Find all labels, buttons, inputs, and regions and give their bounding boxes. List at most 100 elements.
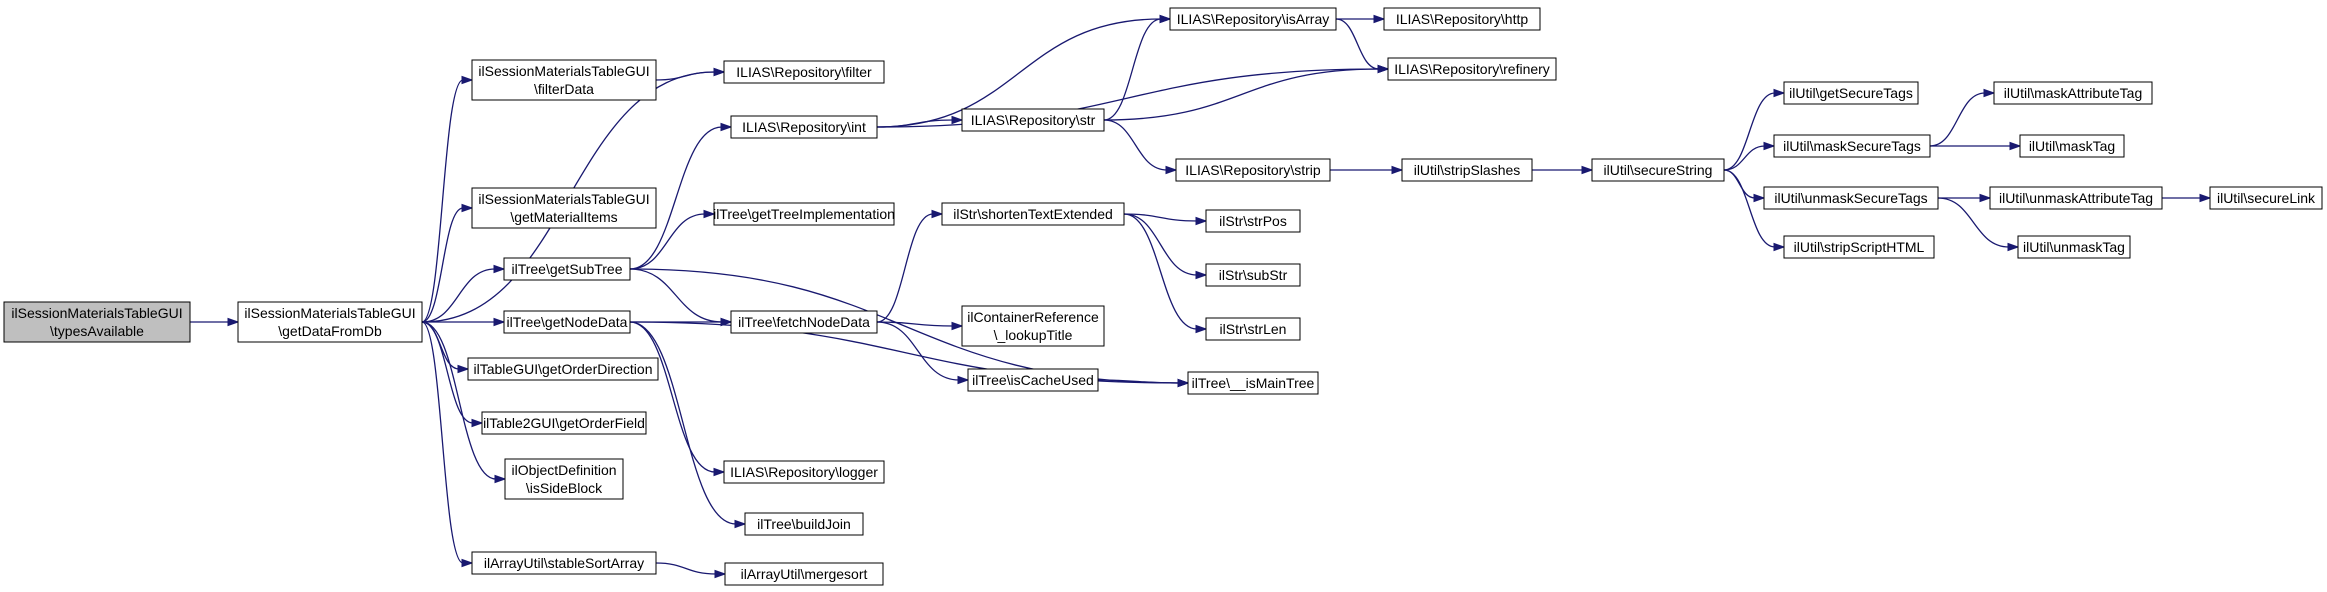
node-refinery[interactable]: ILIAS\Repository\refinery	[1387, 57, 1557, 81]
node-str-pos[interactable]: ilStr\strPos	[1205, 209, 1301, 233]
edge-get-sub-tree-to-fetch-node-data	[629, 268, 733, 327]
edge-is-array-to-refinery	[1335, 18, 1390, 74]
node-box	[1401, 158, 1533, 182]
node-box	[237, 301, 423, 343]
edge-get-data-from-db-to-stable-sort-array	[421, 321, 474, 568]
node-build-join[interactable]: ilTree\buildJoin	[744, 512, 864, 536]
node-strip[interactable]: ILIAS\Repository\strip	[1175, 158, 1331, 182]
node-box	[1205, 209, 1301, 233]
arrowhead-icon	[1753, 193, 1766, 203]
node-secure-link[interactable]: ilUtil\secureLink	[2209, 186, 2323, 210]
node-strip-script-html[interactable]: ilUtil\stripScriptHTML	[1783, 235, 1935, 259]
node-unmask-tag[interactable]: ilUtil\unmaskTag	[2017, 235, 2131, 259]
node-box	[1383, 7, 1541, 31]
node-get-material-items[interactable]: ilSessionMaterialsTableGUI\getMaterialIt…	[471, 187, 657, 229]
arrowhead-icon	[1773, 88, 1786, 98]
edge-root-to-get-data-from-db	[190, 317, 240, 327]
edge-get-sub-tree-to-get-tree-implementation	[629, 209, 716, 270]
node-filter-data[interactable]: ilSessionMaterialsTableGUI\filterData	[471, 59, 657, 101]
node-label-line: ilUtil\getSecureTags	[1789, 85, 1913, 101]
node-is-cache-used[interactable]: ilTree\isCacheUsed	[967, 368, 1099, 392]
arrowhead-icon	[2007, 242, 2020, 252]
node-label-line: ilStr\subStr	[1219, 267, 1288, 283]
edge-unmask-attribute-tag-to-secure-link	[2161, 193, 2212, 203]
node-strip-slashes[interactable]: ilUtil\stripSlashes	[1401, 158, 1533, 182]
arrowhead-icon	[2199, 193, 2212, 203]
arrowhead-icon	[713, 467, 726, 477]
node-root[interactable]: ilSessionMaterialsTableGUI\typesAvailabl…	[3, 301, 191, 343]
node-is-array[interactable]: ILIAS\Repository\isArray	[1169, 7, 1337, 31]
node-unmask-attribute-tag[interactable]: ilUtil\unmaskAttributeTag	[1989, 186, 2163, 210]
arrowhead-icon	[931, 209, 944, 219]
node-box	[1205, 263, 1301, 287]
node-stable-sort-array[interactable]: ilArrayUtil\stableSortArray	[471, 551, 657, 575]
node-box	[730, 115, 878, 139]
arrowhead-icon	[1177, 378, 1190, 388]
edge-str-to-is-array	[1103, 14, 1172, 121]
node-label-line: ILIAS\Repository\refinery	[1394, 61, 1550, 77]
node-is-side-block[interactable]: ilObjectDefinition\isSideBlock	[504, 458, 624, 500]
node-unmask-secure-tags[interactable]: ilUtil\unmaskSecureTags	[1763, 186, 1939, 210]
node-label-line: ilTree\getSubTree	[511, 261, 622, 277]
node-get-node-data[interactable]: ilTree\getNodeData	[503, 310, 631, 334]
edge-secure-string-to-unmask-secure-tags	[1723, 169, 1766, 203]
node-lookup-title[interactable]: ilContainerReference\_lookupTitle	[961, 305, 1105, 347]
node-get-sub-tree[interactable]: ilTree\getSubTree	[503, 257, 631, 281]
node-box	[723, 60, 885, 84]
node-label-line: ILIAS\Repository\http	[1396, 11, 1529, 27]
node-label-line: \getDataFromDb	[278, 323, 382, 339]
node-label-line: ilUtil\unmaskAttributeTag	[1999, 190, 2153, 206]
arrowhead-icon	[720, 122, 733, 132]
node-http[interactable]: ILIAS\Repository\http	[1383, 7, 1541, 31]
edge-str-to-strip	[1103, 119, 1178, 175]
node-str-len[interactable]: ilStr\strLen	[1205, 317, 1301, 341]
node-box	[961, 108, 1105, 132]
edge-get-data-from-db-to-get-order-field	[421, 321, 484, 428]
node-get-order-direction[interactable]: ilTableGUI\getOrderDirection	[467, 357, 659, 381]
node-mask-tag[interactable]: ilUtil\maskTag	[2019, 134, 2125, 158]
node-box	[961, 305, 1105, 347]
node-box	[504, 458, 624, 500]
arrowhead-icon	[1373, 14, 1386, 24]
node-label-line: ilSessionMaterialsTableGUI	[478, 191, 649, 207]
node-label-line: ilUtil\maskAttributeTag	[2004, 85, 2143, 101]
node-sub-str[interactable]: ilStr\subStr	[1205, 263, 1301, 287]
node-shorten-text-extended[interactable]: ilStr\shortenTextExtended	[941, 202, 1125, 226]
node-mask-attribute-tag[interactable]: ilUtil\maskAttributeTag	[1993, 81, 2153, 105]
arrowhead-icon	[461, 203, 474, 213]
node-mask-secure-tags[interactable]: ilUtil\maskSecureTags	[1773, 134, 1931, 158]
node-get-secure-tags[interactable]: ilUtil\getSecureTags	[1783, 81, 1919, 105]
node-box	[967, 368, 1099, 392]
arrowhead-icon	[734, 519, 747, 529]
node-label-line: ILIAS\Repository\logger	[730, 464, 878, 480]
node-secure-string[interactable]: ilUtil\secureString	[1591, 158, 1725, 182]
edges-layer	[190, 14, 2212, 579]
edge-is-array-to-http	[1336, 14, 1386, 24]
node-label-line: ilUtil\stripSlashes	[1414, 162, 1521, 178]
node-label-line: ilUtil\unmaskTag	[2023, 239, 2125, 255]
arrowhead-icon	[703, 209, 716, 219]
node-is-main-tree[interactable]: ilTree\__isMainTree	[1187, 371, 1319, 395]
node-label-line: ilArrayUtil\stableSortArray	[484, 555, 644, 571]
node-label-line: ilUtil\secureString	[1604, 162, 1713, 178]
edge-get-data-from-db-to-get-sub-tree	[421, 264, 506, 323]
node-get-order-field[interactable]: ilTable2GUI\getOrderField	[481, 411, 647, 435]
node-get-data-from-db[interactable]: ilSessionMaterialsTableGUI\getDataFromDb	[237, 301, 423, 343]
edge-fetch-node-data-to-shorten-text-extended	[876, 209, 944, 323]
node-int[interactable]: ILIAS\Repository\int	[730, 115, 878, 139]
node-box	[471, 551, 657, 575]
node-str[interactable]: ILIAS\Repository\str	[961, 108, 1105, 132]
edge-unmask-secure-tags-to-unmask-tag	[1937, 197, 2020, 252]
node-filter[interactable]: ILIAS\Repository\filter	[723, 60, 885, 84]
arrowhead-icon	[494, 474, 507, 484]
edge-get-data-from-db-to-is-side-block	[421, 321, 507, 484]
node-box	[1387, 57, 1557, 81]
node-logger[interactable]: ILIAS\Repository\logger	[723, 460, 885, 484]
node-fetch-node-data[interactable]: ilTree\fetchNodeData	[730, 310, 878, 334]
node-label-line: ILIAS\Repository\isArray	[1177, 11, 1330, 27]
arrowhead-icon	[957, 375, 970, 385]
node-box	[481, 411, 647, 435]
node-mergesort[interactable]: ilArrayUtil\mergesort	[724, 562, 884, 586]
node-get-tree-implementation[interactable]: ilTree\getTreeImplementation	[713, 202, 895, 226]
node-label-line: ILIAS\Repository\int	[742, 119, 866, 135]
